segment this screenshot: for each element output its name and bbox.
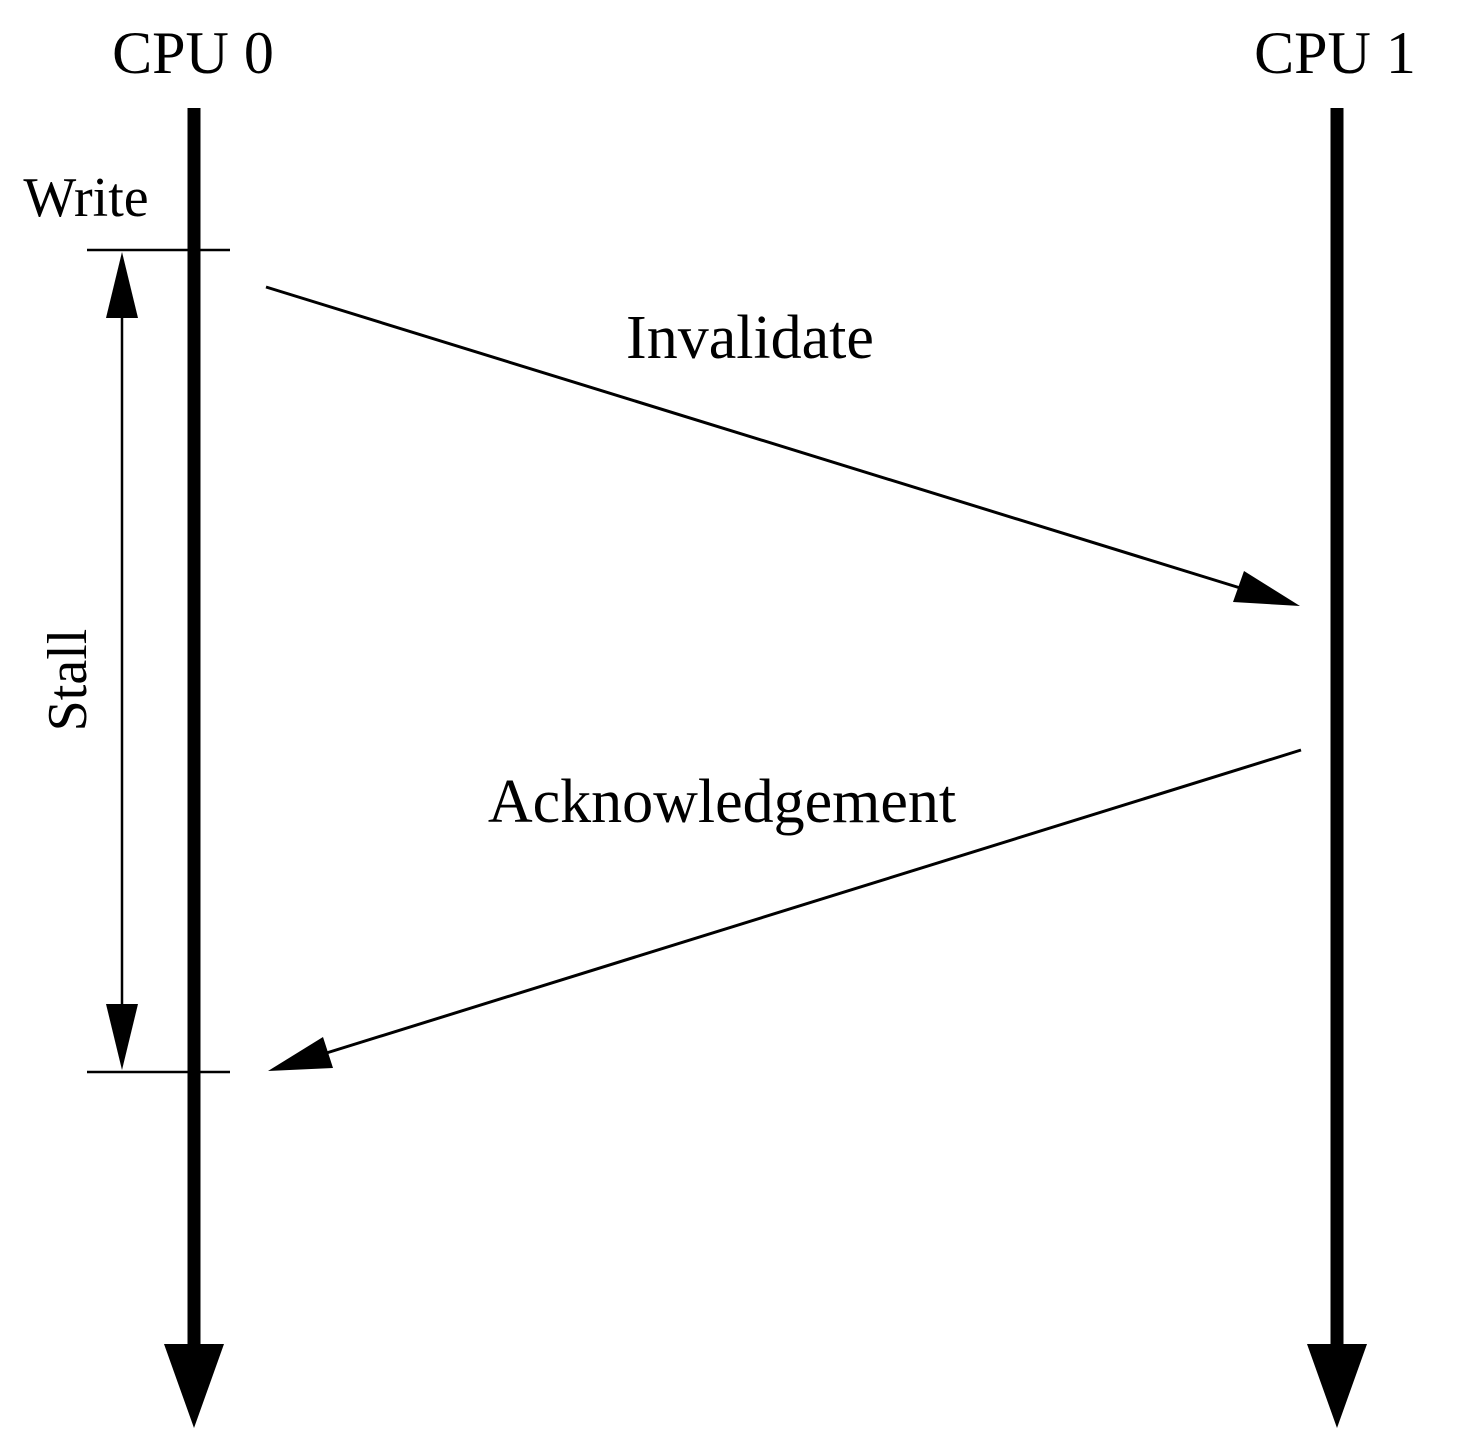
cpu0-timeline <box>164 108 224 1428</box>
cpu1-timeline <box>1307 108 1367 1428</box>
cpu0-timeline-arrowhead <box>164 1344 224 1428</box>
stall-interval <box>106 252 138 1070</box>
stall-label: Stall <box>37 629 99 732</box>
cpu0-label: CPU 0 <box>112 20 274 86</box>
acknowledgement-arrow-line <box>319 748 1302 1057</box>
invalidate-label: Invalidate <box>626 304 874 372</box>
invalidate-arrowhead <box>1233 571 1300 606</box>
cpu1-timeline-arrowhead <box>1307 1344 1367 1428</box>
stall-interval-bottom-arrowhead <box>106 1004 138 1070</box>
acknowledgement-message <box>268 748 1302 1071</box>
write-label: Write <box>23 167 148 229</box>
invalidate-message <box>265 285 1300 606</box>
cpu1-label: CPU 1 <box>1254 20 1416 86</box>
acknowledgement-arrowhead <box>268 1037 333 1071</box>
stall-interval-top-arrowhead <box>106 252 138 318</box>
acknowledgement-label: Acknowledgement <box>488 768 956 836</box>
invalidate-arrow-line <box>265 285 1251 593</box>
